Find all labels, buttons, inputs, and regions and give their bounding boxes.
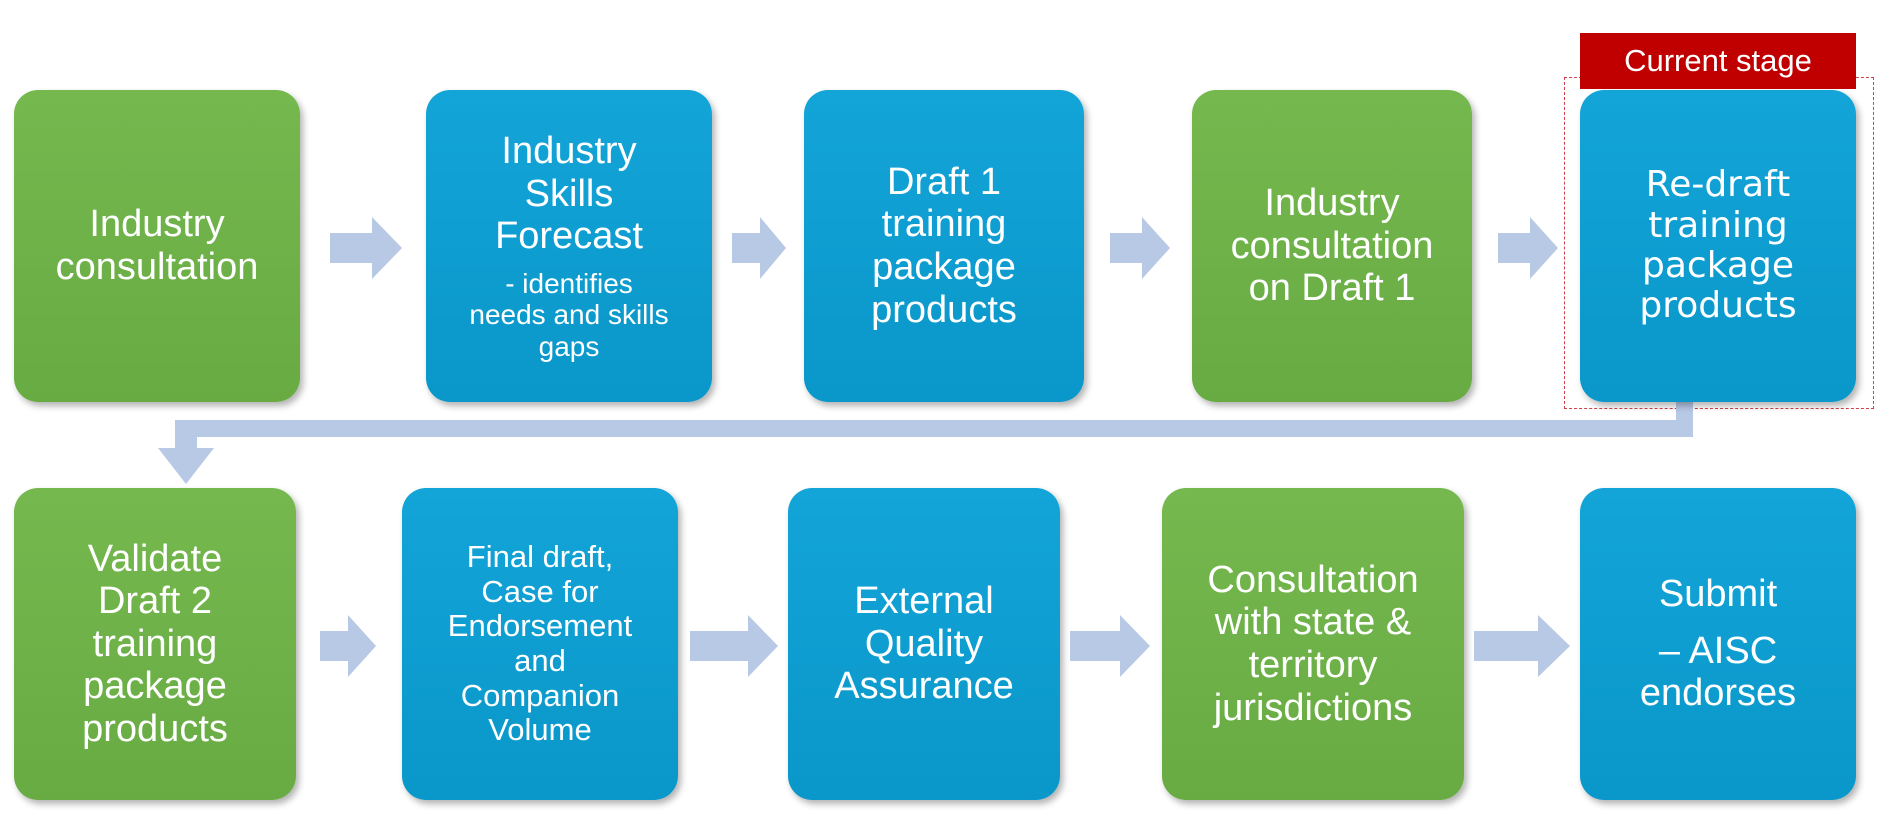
step-label-line: Volume	[488, 712, 592, 748]
arrow-right-icon	[1498, 217, 1558, 279]
step-label-line: Validate	[87, 537, 223, 580]
step-label-line: products	[82, 707, 228, 750]
step-label-line: jurisdictions	[1213, 686, 1413, 729]
step-label-line: consultation	[1230, 224, 1434, 267]
step-industry-skills-forecast: Industry Skills Forecast - identifies ne…	[426, 90, 712, 402]
step-label-line: Industry	[89, 203, 225, 246]
step-label-line: package	[1642, 245, 1794, 286]
current-stage-label: Current stage	[1580, 33, 1856, 89]
arrow-right-icon	[330, 217, 402, 279]
step-label-line: Skills	[524, 172, 614, 215]
arrow-right-icon	[1474, 615, 1570, 677]
step-submit-aisc-endorses: Submit – AISC endorses	[1580, 488, 1856, 800]
arrow-right-icon	[732, 217, 786, 279]
step-consultation-state-territory: Consultation with state & territory juri…	[1162, 488, 1464, 800]
step-sublabel-line: gaps	[538, 330, 600, 362]
step-redraft-training-package-products: Re-draft training package products	[1580, 90, 1856, 402]
step-label-line: Industry	[501, 130, 637, 173]
step-label-line: Companion	[460, 677, 620, 713]
step-label-line: training	[881, 203, 1007, 246]
step-external-quality-assurance: External Quality Assurance	[788, 488, 1060, 800]
step-label-line: package	[872, 246, 1016, 288]
step-label-line: products	[871, 288, 1017, 331]
step-label-line: products	[1639, 285, 1797, 327]
step-label-line: territory	[1248, 644, 1378, 686]
arrow-right-icon	[1110, 217, 1170, 279]
arrow-right-icon	[320, 615, 376, 677]
step-industry-consultation-draft-1: Industry consultation on Draft 1	[1192, 90, 1472, 402]
step-label-line: Forecast	[495, 215, 643, 258]
step-sublabel-line: - identifies	[505, 267, 633, 299]
step-label-line: Final draft,	[466, 538, 614, 574]
step-label-line: Case for	[481, 573, 599, 609]
step-label-line: package	[83, 665, 227, 708]
step-label-line: and	[514, 643, 566, 678]
step-label-line: consultation	[55, 246, 259, 288]
step-label-line: Draft 2	[97, 580, 213, 623]
step-label-line: Endorsement	[447, 608, 633, 644]
step-final-draft-case-for-endorsement: Final draft, Case for Endorsement and Co…	[402, 488, 678, 800]
step-label-line: endorses	[1639, 672, 1797, 715]
step-sublabel-line: needs and skills	[469, 299, 669, 331]
step-validate-draft-2: Validate Draft 2 training package produc…	[14, 488, 296, 800]
step-label-line: – AISC	[1658, 629, 1778, 672]
step-label-line: Submit	[1658, 573, 1778, 616]
step-draft-1-training-package-products: Draft 1 training package products	[804, 90, 1084, 402]
arrow-right-icon	[1070, 615, 1150, 677]
step-label-line: on Draft 1	[1248, 267, 1416, 310]
step-label-line: training	[1648, 204, 1788, 246]
step-label-line: Industry	[1264, 182, 1400, 225]
step-label-line: with state &	[1214, 601, 1412, 644]
step-label-line: Consultation	[1207, 558, 1419, 601]
step-label-line: External	[854, 580, 994, 623]
step-label-line: Re-draft	[1645, 164, 1791, 206]
arrow-right-icon	[690, 615, 778, 677]
step-label-line: training	[92, 622, 218, 665]
step-label-line: Quality	[864, 622, 984, 665]
step-industry-consultation: Industry consultation	[14, 90, 300, 402]
step-label-line: Assurance	[834, 665, 1014, 708]
step-label-line: Draft 1	[886, 160, 1002, 203]
